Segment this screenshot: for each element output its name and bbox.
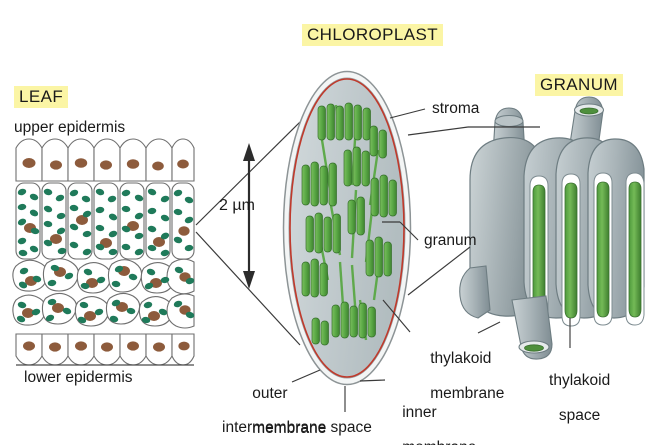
outer-membrane-label: outer membrane [235,368,326,445]
leaf-title: LEAF [14,86,69,109]
thylakoid-membrane-label-line2: membrane [430,385,505,403]
granum-stack [369,125,387,159]
label-leader-lines [291,108,571,412]
granum-stack [347,196,365,236]
thylakoid-space-label-line2: space [558,407,601,425]
thylakoid-space-label: thylakoid space [513,355,629,442]
granum-stack [305,212,341,254]
chloroplast-illustration [282,70,412,386]
spongy-mesophyll-cells [12,258,195,329]
leaf-chloroplasts [16,188,195,324]
thylakoid-membrane-label-line1: thylakoid [430,350,492,368]
granum-stack [370,174,397,218]
granum-stack [311,317,329,346]
outer-membrane-label-line1: outer [252,385,288,403]
grana-stacks [301,102,397,346]
granum-stack [365,236,392,278]
granum-illustration [459,96,645,360]
granum-tube [459,265,491,319]
thylakoid-space-opening [524,344,544,352]
upper-epidermis-cells [15,138,195,182]
intermembrane-space-label: intermembrane space [222,419,372,436]
lower-epidermis-label: lower epidermis [24,369,133,386]
inner-membrane-label: inner membrane [385,387,476,445]
granum-stack [317,102,371,141]
granum-stack [301,161,337,207]
scale-label: 2 µm [219,197,255,214]
upper-epidermis-label: upper epidermis [14,119,126,136]
thylakoid-membrane-label: thylakoid membrane [413,333,504,420]
inner-membrane-shape [289,78,405,378]
granum-stack [331,301,376,339]
granum-stack [343,146,370,187]
chloroplast-title: CHLOROPLAST [302,24,443,47]
inner-membrane-label-line2: membrane [402,439,476,445]
granum-label: granum [424,232,477,249]
thylakoid-space-opening [579,107,599,115]
outer-membrane-label-line2: membrane [252,420,327,438]
stroma-label: stroma [432,100,480,117]
thylakoid-space-label-line1: thylakoid [549,372,611,390]
thylakoid-spaces [529,172,645,327]
granum-stack [301,258,328,298]
scale-bar [243,143,255,289]
inner-membrane-label-line1: inner [402,404,437,422]
granum-title: GRANUM [535,74,623,97]
